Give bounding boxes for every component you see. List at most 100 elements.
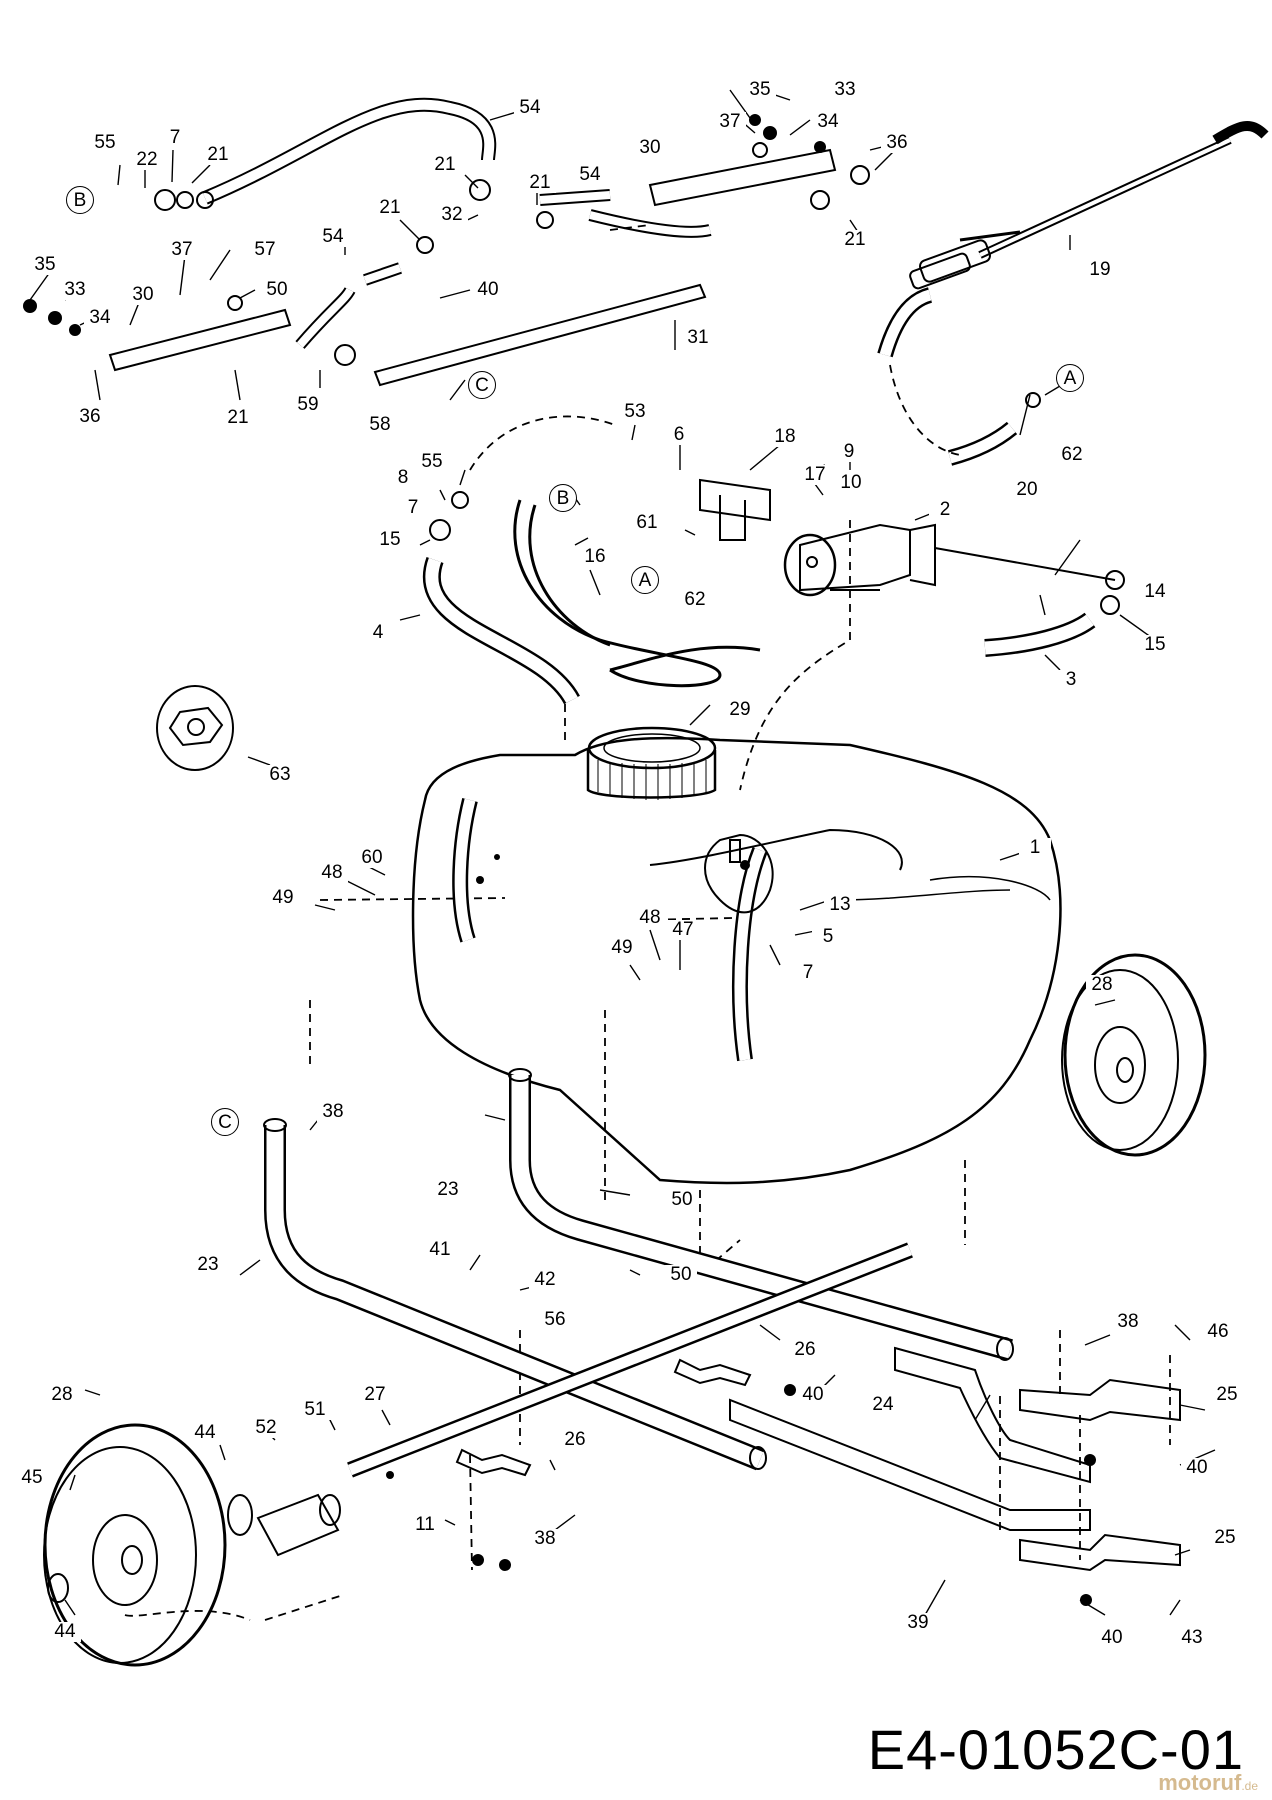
part-label-27: 27	[359, 1385, 391, 1405]
bracket-26-bottom	[455, 1448, 532, 1477]
part-label-29: 29	[724, 700, 756, 720]
part-label-55: 55	[89, 133, 121, 153]
part-label-61: 61	[631, 513, 663, 533]
part-label-44: 44	[49, 1622, 81, 1642]
part-label-38: 38	[529, 1529, 561, 1549]
part-label-30: 30	[127, 285, 159, 305]
part-label-50: 50	[665, 1265, 697, 1285]
part-label-24: 24	[867, 1395, 899, 1415]
watermark-tld: .de	[1241, 1779, 1258, 1793]
part-label-41: 41	[424, 1240, 456, 1260]
valve-body	[704, 833, 774, 914]
part-label-14: 14	[1139, 582, 1171, 602]
part-label-50: 50	[261, 280, 293, 300]
part-label-35: 35	[744, 80, 776, 100]
tank-cap	[586, 750, 717, 799]
part-label-22: 22	[131, 150, 163, 170]
part-label-18: 18	[769, 427, 801, 447]
part-label-25: 25	[1211, 1385, 1243, 1405]
part-label-36: 36	[881, 133, 913, 153]
callout-circle-a: A	[631, 566, 659, 594]
spray-nozzle	[1212, 121, 1269, 145]
part-label-59: 59	[292, 395, 324, 415]
part-label-49: 49	[267, 888, 299, 908]
part-label-21: 21	[429, 155, 461, 175]
part-label-2: 2	[929, 500, 961, 520]
bar-31	[373, 283, 707, 387]
part-label-23: 23	[432, 1180, 464, 1200]
callout-circle-b: B	[549, 484, 577, 512]
part-label-50: 50	[666, 1190, 698, 1210]
part-label-53: 53	[619, 402, 651, 422]
part-label-60: 60	[356, 848, 388, 868]
spray-handle	[919, 239, 991, 283]
part-label-38: 38	[1112, 1312, 1144, 1332]
callout-circle-c: C	[211, 1108, 239, 1136]
part-label-38: 38	[317, 1102, 349, 1122]
part-label-8: 8	[387, 468, 419, 488]
part-label-11: 11	[409, 1515, 441, 1535]
callout-circle-b: B	[66, 186, 94, 214]
part-label-42: 42	[529, 1270, 561, 1290]
part-label-37: 37	[166, 240, 198, 260]
part-label-47: 47	[667, 920, 699, 940]
part-label-32: 32	[436, 205, 468, 225]
part-label-10: 10	[835, 473, 867, 493]
hitch-plate-25-top	[1019, 1378, 1181, 1422]
part-label-49: 49	[606, 938, 638, 958]
part-label-56: 56	[539, 1310, 571, 1330]
part-label-62: 62	[679, 590, 711, 610]
part-label-57: 57	[249, 240, 281, 260]
part-label-36: 36	[74, 407, 106, 427]
part-label-33: 33	[829, 80, 861, 100]
part-label-40: 40	[1181, 1458, 1213, 1478]
part-label-34: 34	[812, 112, 844, 132]
part-label-17: 17	[799, 465, 831, 485]
part-label-9: 9	[833, 442, 865, 462]
part-label-1: 1	[1019, 838, 1051, 858]
part-label-7: 7	[159, 128, 191, 148]
part-label-54: 54	[574, 165, 606, 185]
part-label-39: 39	[902, 1613, 934, 1633]
part-label-54: 54	[317, 227, 349, 247]
part-label-13: 13	[824, 895, 856, 915]
part-label-44: 44	[189, 1423, 221, 1443]
wheel-right	[1063, 953, 1207, 1157]
bar-30-right	[648, 148, 837, 207]
part-label-5: 5	[812, 927, 844, 947]
part-label-40: 40	[797, 1385, 829, 1405]
part-label-21: 21	[524, 173, 556, 193]
part-label-21: 21	[374, 198, 406, 218]
part-label-21: 21	[222, 408, 254, 428]
part-label-4: 4	[362, 623, 394, 643]
watermark-brand: motoruf	[1158, 1770, 1242, 1795]
part-label-40: 40	[472, 280, 504, 300]
part-label-35: 35	[29, 255, 61, 275]
spacer-52	[256, 1493, 340, 1557]
part-label-43: 43	[1176, 1628, 1208, 1648]
part-label-34: 34	[84, 308, 116, 328]
part-label-15: 15	[1139, 635, 1171, 655]
part-label-6: 6	[663, 425, 695, 445]
part-label-19: 19	[1084, 260, 1116, 280]
part-label-28: 28	[46, 1385, 78, 1405]
nut-63	[156, 685, 234, 771]
part-label-20: 20	[1011, 480, 1043, 500]
part-label-63: 63	[264, 765, 296, 785]
wiring-harness	[513, 499, 722, 688]
part-label-58: 58	[364, 415, 396, 435]
part-label-15: 15	[374, 530, 406, 550]
part-label-26: 26	[559, 1430, 591, 1450]
part-label-31: 31	[682, 328, 714, 348]
part-label-46: 46	[1202, 1322, 1234, 1342]
part-label-25: 25	[1209, 1528, 1241, 1548]
part-label-7: 7	[397, 498, 429, 518]
part-label-3: 3	[1055, 670, 1087, 690]
part-label-62: 62	[1056, 445, 1088, 465]
part-label-21: 21	[202, 145, 234, 165]
hitch-bar-24	[894, 1346, 1091, 1484]
part-label-54: 54	[514, 98, 546, 118]
part-label-48: 48	[634, 908, 666, 928]
hitch-plate-25-bottom	[1019, 1533, 1181, 1572]
